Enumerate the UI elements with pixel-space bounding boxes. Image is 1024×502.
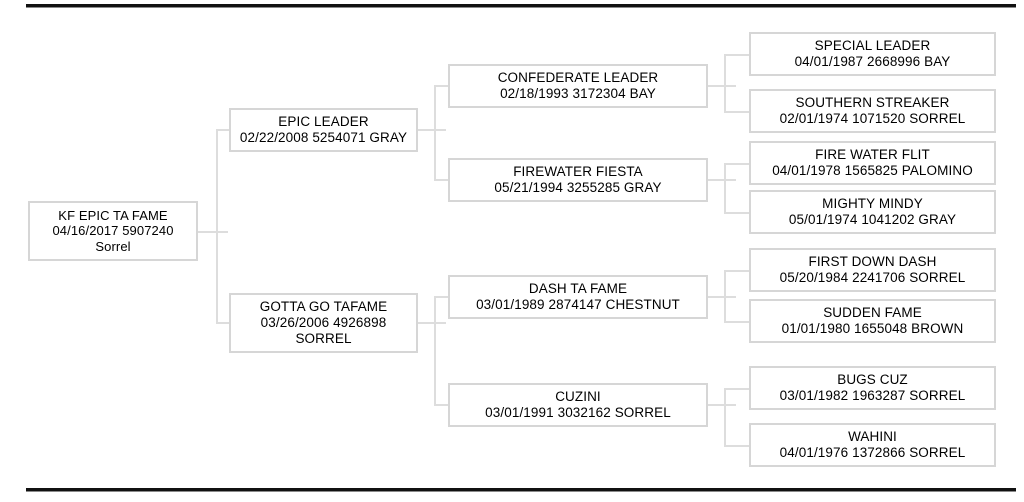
node-meta: 02/18/1993 3172304 BAY [500,86,656,101]
connector-gen4-arm-3 [724,163,750,165]
connector-epic-leader-stem [418,129,446,131]
pedigree-node-gen4-3[interactable]: FIRE WATER FLIT 04/01/1978 1565825 PALOM… [749,141,996,185]
pedigree-node-sire[interactable]: EPIC LEADER 02/22/2008 5254071 GRAY [229,108,418,152]
node-meta: 04/16/2017 5907240 [52,223,174,239]
connector-gen4-spine-4 [724,388,726,446]
pedigree-node-gen3-2[interactable]: FIREWATER FIESTA 05/21/1994 3255285 GRAY [448,158,708,202]
connector-subject-stem [198,231,228,233]
connector-gen3-arm-4 [434,404,448,406]
node-meta: 03/01/1989 2874147 CHESTNUT [476,297,680,312]
pedigree-node-gen4-7[interactable]: BUGS CUZ 03/01/1982 1963287 SORREL [749,366,996,410]
node-name: FIRST DOWN DASH [808,254,937,270]
node-meta-secondary: SORREL [295,330,352,346]
connector-gen4-spine-1 [724,54,726,112]
connector-gen2-bottom-arm [216,322,230,324]
node-name: SPECIAL LEADER [814,38,931,54]
connector-gen3-spine-2 [434,296,436,405]
connector-gen3-arm-1 [434,85,448,87]
node-meta: 03/01/1991 3032162 SORREL [485,405,671,420]
pedigree-node-gen4-1[interactable]: SPECIAL LEADER 04/01/1987 2668996 BAY [749,32,996,76]
pedigree-node-gen3-1[interactable]: CONFEDERATE LEADER 02/18/1993 3172304 BA… [448,64,708,108]
connector-gen4-arm-7 [724,388,750,390]
connector-gen4-spine-2 [724,163,726,213]
node-name: MIGHTY MINDY [822,196,923,212]
connector-cuzini-stem [708,404,736,406]
connector-gen4-arm-2 [724,111,750,113]
pedigree-node-gen3-3[interactable]: DASH TA FAME 03/01/1989 2874147 CHESTNUT [448,275,708,319]
node-name: WAHINI [848,429,897,445]
node-meta: 01/01/1980 1655048 BROWN [781,321,964,336]
connector-gen2-top-arm [216,129,230,131]
connector-gen4-arm-6 [724,321,750,323]
node-meta: 05/01/1974 1041202 GRAY [788,212,957,227]
node-meta: 05/21/1994 3255285 GRAY [494,180,662,195]
pedigree-node-gen3-4[interactable]: CUZINI 03/01/1991 3032162 SORREL [448,383,708,427]
connector-gen4-spine-3 [724,270,726,322]
node-name: EPIC LEADER [278,114,369,130]
node-meta: 03/26/2006 4926898 [260,315,387,331]
node-name: CUZINI [555,389,601,405]
node-meta: 04/01/1987 2668996 BAY [794,54,951,69]
node-name: KF EPIC TA FAME [58,208,168,224]
connector-gen3-spine-1 [434,85,436,180]
node-meta: 05/20/1984 2241706 SORREL [779,270,966,285]
node-name: GOTTA GO TAFAME [259,299,388,315]
node-meta: 02/22/2008 5254071 GRAY [239,130,408,145]
connector-gotta-go-tafame-stem [418,322,446,324]
top-divider-rule [26,4,1016,8]
connector-gen4-arm-8 [724,445,750,447]
node-meta: 04/01/1976 1372866 SORREL [779,445,966,460]
bottom-divider-rule [26,488,1016,492]
connector-gen3-arm-3 [434,296,448,298]
connector-gen2-spine [216,130,218,323]
node-meta: 02/01/1974 1071520 SORREL [779,111,966,126]
node-meta: 03/01/1982 1963287 SORREL [779,388,966,403]
node-name: DASH TA FAME [528,281,628,297]
pedigree-node-dam[interactable]: GOTTA GO TAFAME 03/26/2006 4926898 SORRE… [229,293,418,353]
connector-dash-ta-fame-stem [708,296,736,298]
connector-confederate-leader-stem [708,85,736,87]
connector-gen4-arm-1 [724,54,750,56]
node-name: FIRE WATER FLIT [815,147,930,163]
pedigree-node-gen4-2[interactable]: SOUTHERN STREAKER 02/01/1974 1071520 SOR… [749,89,996,133]
pedigree-node-gen4-8[interactable]: WAHINI 04/01/1976 1372866 SORREL [749,423,996,467]
node-name: FIREWATER FIESTA [513,164,643,180]
pedigree-node-gen4-6[interactable]: SUDDEN FAME 01/01/1980 1655048 BROWN [749,299,996,343]
connector-gen4-arm-5 [724,270,750,272]
connector-gen4-arm-4 [724,212,750,214]
node-meta-secondary: Sorrel [95,238,131,254]
connector-firewater-fiesta-stem [708,179,736,181]
node-name: SUDDEN FAME [823,305,922,321]
node-name: SOUTHERN STREAKER [795,95,950,111]
pedigree-node-gen4-4[interactable]: MIGHTY MINDY 05/01/1974 1041202 GRAY [749,190,996,234]
pedigree-node-gen4-5[interactable]: FIRST DOWN DASH 05/20/1984 2241706 SORRE… [749,248,996,292]
node-name: CONFEDERATE LEADER [497,70,659,86]
node-name: BUGS CUZ [837,372,908,388]
node-meta: 04/01/1978 1565825 PALOMINO [772,163,973,178]
pedigree-node-subject[interactable]: KF EPIC TA FAME 04/16/2017 5907240 Sorre… [28,201,198,261]
connector-gen3-arm-2 [434,179,448,181]
